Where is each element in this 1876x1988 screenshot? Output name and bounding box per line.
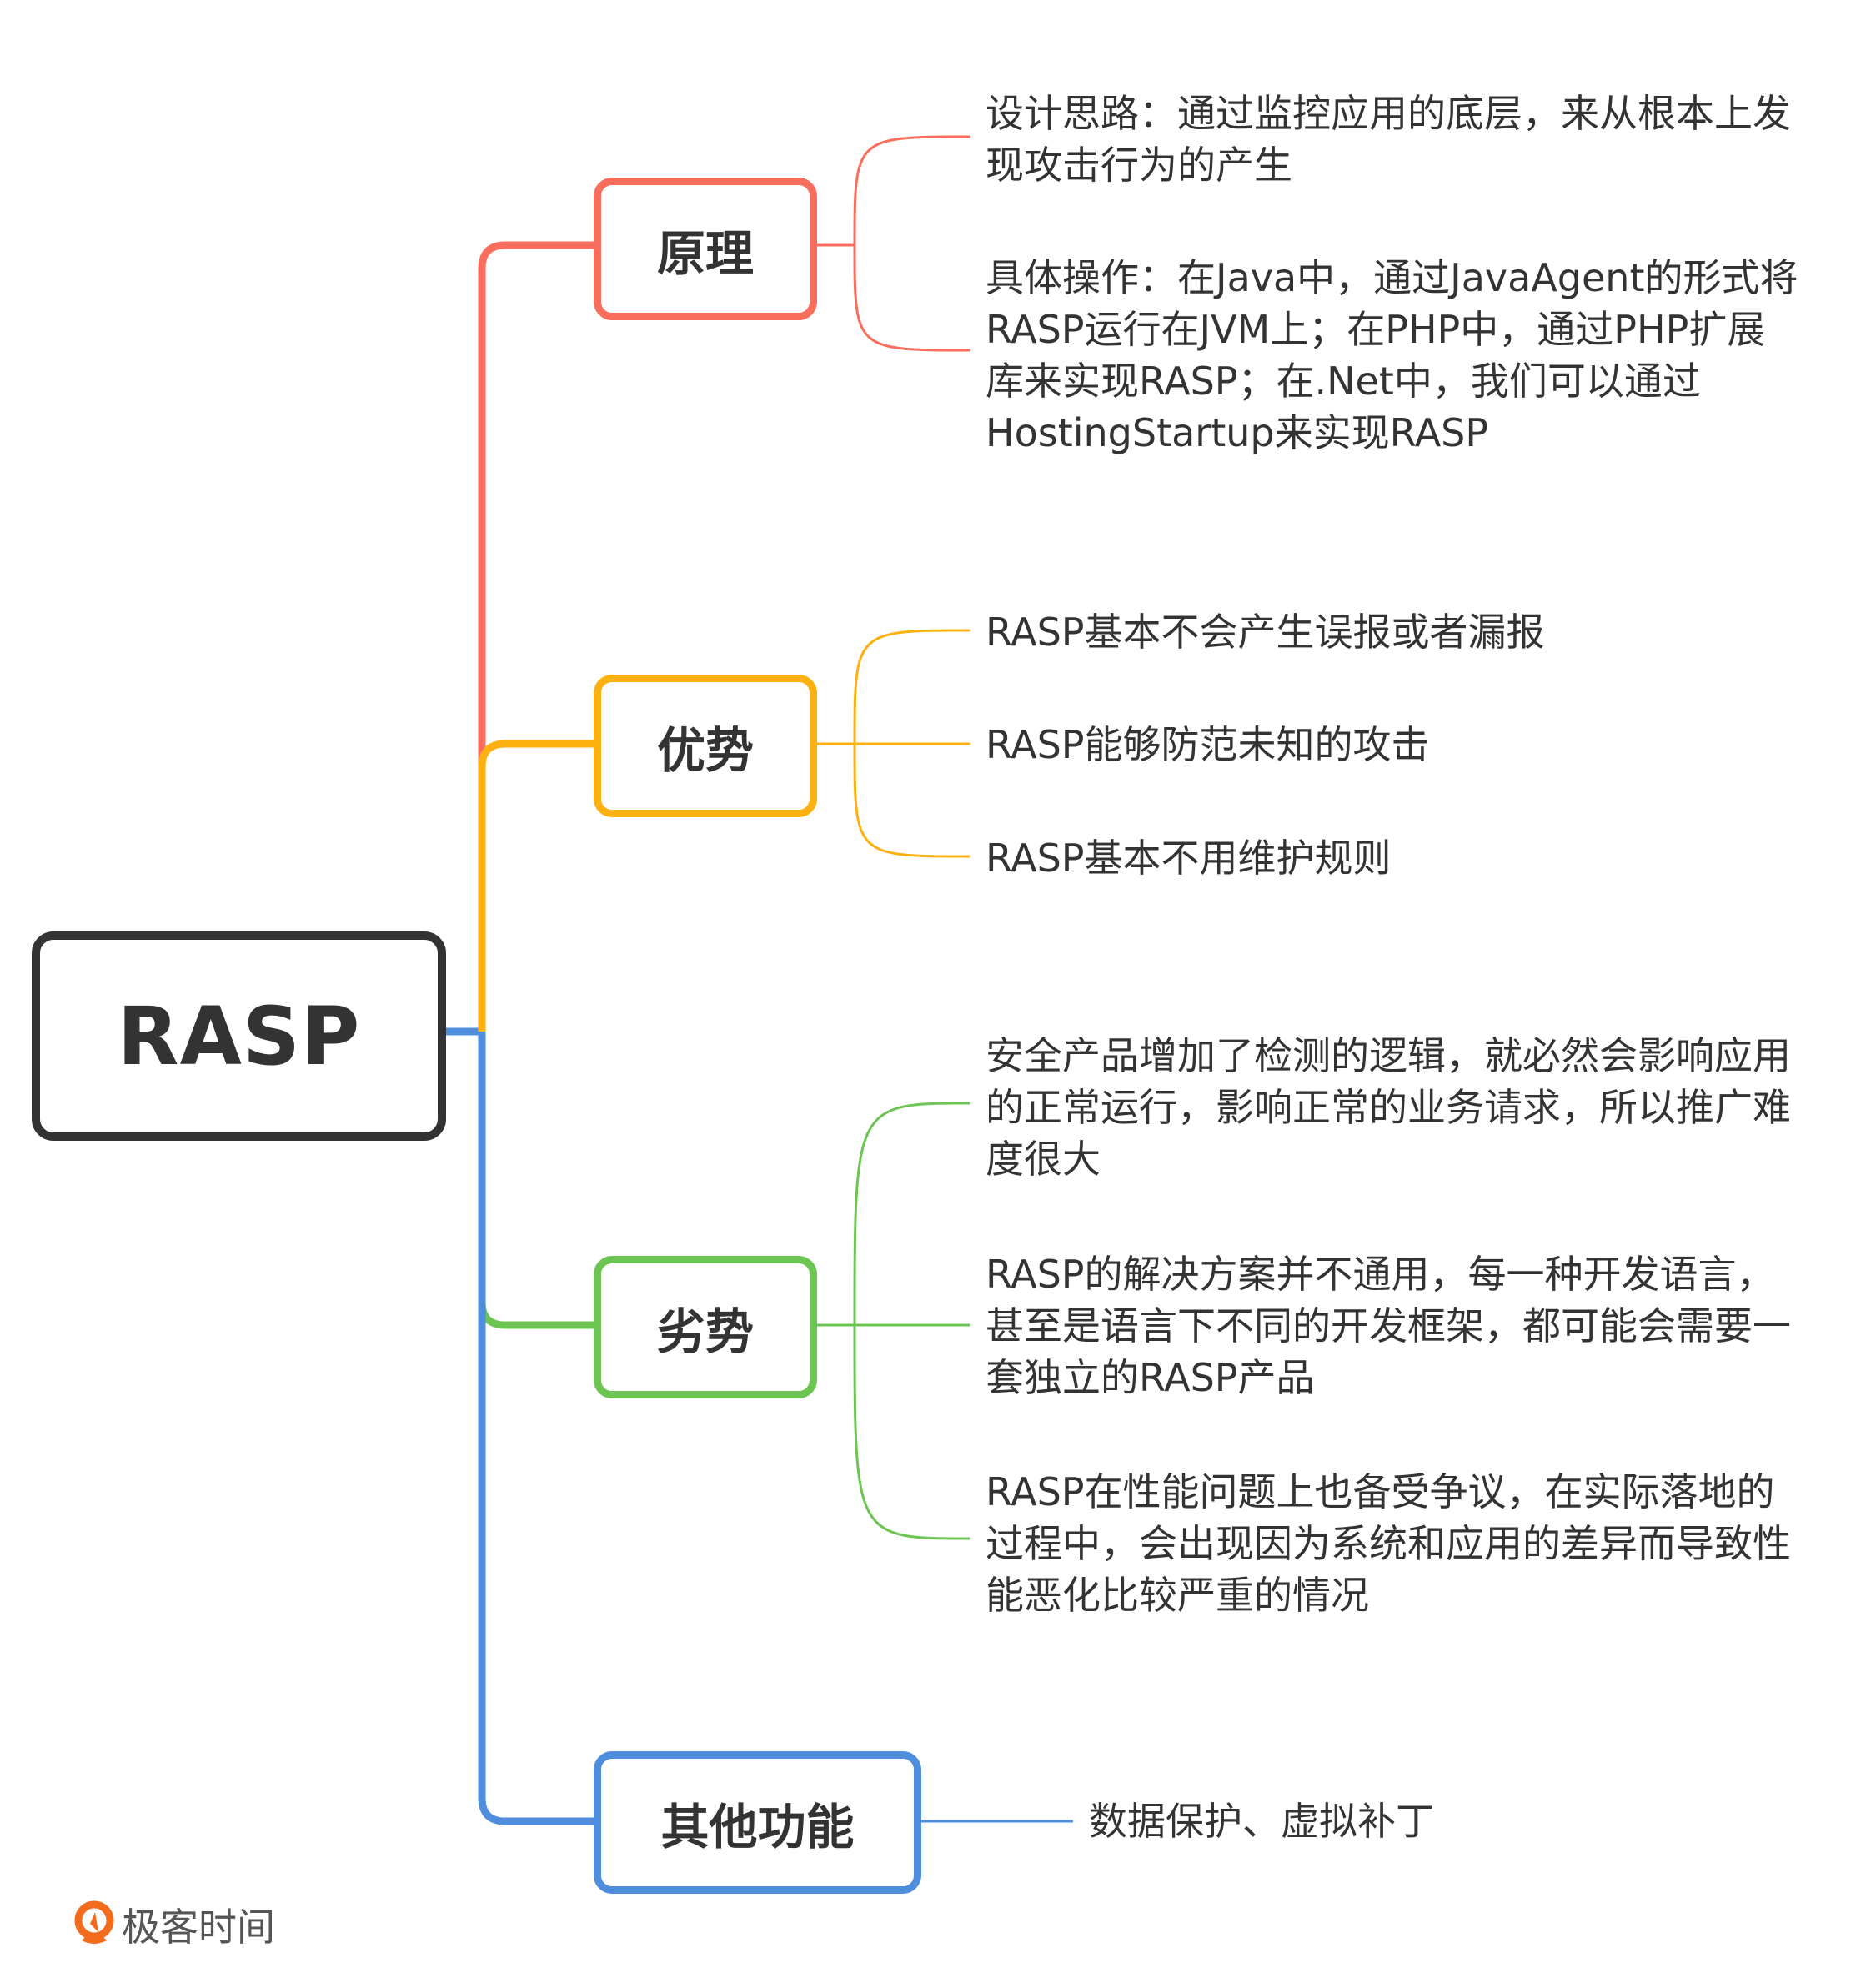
leaf-line: 套独立的RASP产品 xyxy=(986,1355,1315,1400)
leaf-line: 设计思路：通过监控应用的底层，来从根本上发 xyxy=(986,91,1791,136)
leaf-line: 能恶化比较严重的情况 xyxy=(986,1573,1369,1618)
leaf-line: 甚至是语言下不同的开发框架，都可能会需要一 xyxy=(986,1303,1791,1348)
leaf-line: 具体操作：在Java中，通过JavaAgent的形式将 xyxy=(986,255,1798,300)
branch-connector xyxy=(478,241,594,1032)
branch-node-advantages[interactable]: 优势 xyxy=(594,675,817,817)
leaf-node[interactable]: 数据保护、虚拟补丁 xyxy=(1089,1795,1876,1847)
leaf-line: RASP运行在JVM上；在PHP中，通过PHP扩展 xyxy=(986,307,1766,352)
geektime-logo-icon xyxy=(73,1900,115,1949)
root-node[interactable]: RASP xyxy=(32,931,446,1141)
leaf-connector xyxy=(817,1102,971,1327)
leaf-line: 过程中，会出现因为系统和应用的差异而导致性 xyxy=(986,1521,1791,1566)
leaf-node[interactable]: RASP基本不会产生误报或者漏报 xyxy=(986,606,1853,658)
leaf-node[interactable]: RASP的解决方案并不通用，每一种开发语言， 甚至是语言下不同的开发框架，都可能… xyxy=(986,1248,1853,1403)
geektime-logo: 极客时间 xyxy=(73,1897,275,1952)
logo-text: 极客时间 xyxy=(122,1905,275,1950)
leaf-line: RASP基本不会产生误报或者漏报 xyxy=(986,610,1545,655)
leaf-line: 度很大 xyxy=(986,1137,1101,1182)
leaf-connector xyxy=(817,1323,971,1540)
branch-connector xyxy=(478,740,594,1032)
leaf-line: RASP能够防范未知的攻击 xyxy=(986,722,1430,767)
leaf-node[interactable]: 设计思路：通过监控应用的底层，来从根本上发 现攻击行为的产生 xyxy=(986,88,1853,191)
leaf-connector xyxy=(817,629,971,746)
leaf-connector xyxy=(817,243,971,352)
branch-label: 原理 xyxy=(656,224,754,282)
leaf-node[interactable]: 安全产品增加了检测的逻辑，就必然会影响应用 的正常运行，影响正常的业务请求，所以… xyxy=(986,1030,1853,1185)
leaf-line: HostingStartup来实现RASP xyxy=(986,410,1489,455)
leaf-line: RASP的解决方案并不通用，每一种开发语言， xyxy=(986,1252,1775,1297)
branch-node-principle[interactable]: 原理 xyxy=(594,178,817,320)
leaf-node[interactable]: RASP在性能问题上也备受争议，在实际落地的 过程中，会出现因为系统和应用的差异… xyxy=(986,1466,1853,1621)
leaf-node[interactable]: 具体操作：在Java中，通过JavaAgent的形式将 RASP运行在JVM上；… xyxy=(986,252,1853,459)
leaf-line: 库来实现RASP；在.Net中，我们可以通过 xyxy=(986,359,1701,404)
branch-label: 劣势 xyxy=(656,1303,754,1360)
branch-connector xyxy=(478,1032,594,1329)
leaf-line: RASP在性能问题上也备受争议，在实际落地的 xyxy=(986,1469,1775,1514)
leaf-line: 的正常运行，影响正常的业务请求，所以推广难 xyxy=(986,1085,1791,1130)
branch-label: 其他功能 xyxy=(660,1798,855,1855)
branch-label: 优势 xyxy=(656,721,754,779)
leaf-connector xyxy=(817,742,971,858)
leaf-line: 数据保护、虚拟补丁 xyxy=(1089,1799,1434,1844)
leaf-line: RASP基本不用维护规则 xyxy=(986,836,1392,881)
root-label: RASP xyxy=(117,989,361,1083)
leaf-node[interactable]: RASP能够防范未知的攻击 xyxy=(986,719,1853,771)
branch-node-disadvantages[interactable]: 劣势 xyxy=(594,1256,817,1398)
leaf-node[interactable]: RASP基本不用维护规则 xyxy=(986,832,1853,884)
leaf-line: 安全产品增加了检测的逻辑，就必然会影响应用 xyxy=(986,1033,1791,1078)
leaf-connector xyxy=(817,135,971,247)
branch-node-other-features[interactable]: 其他功能 xyxy=(594,1751,921,1894)
leaf-line: 现攻击行为的产生 xyxy=(986,143,1292,188)
branch-connector xyxy=(478,1032,594,1825)
